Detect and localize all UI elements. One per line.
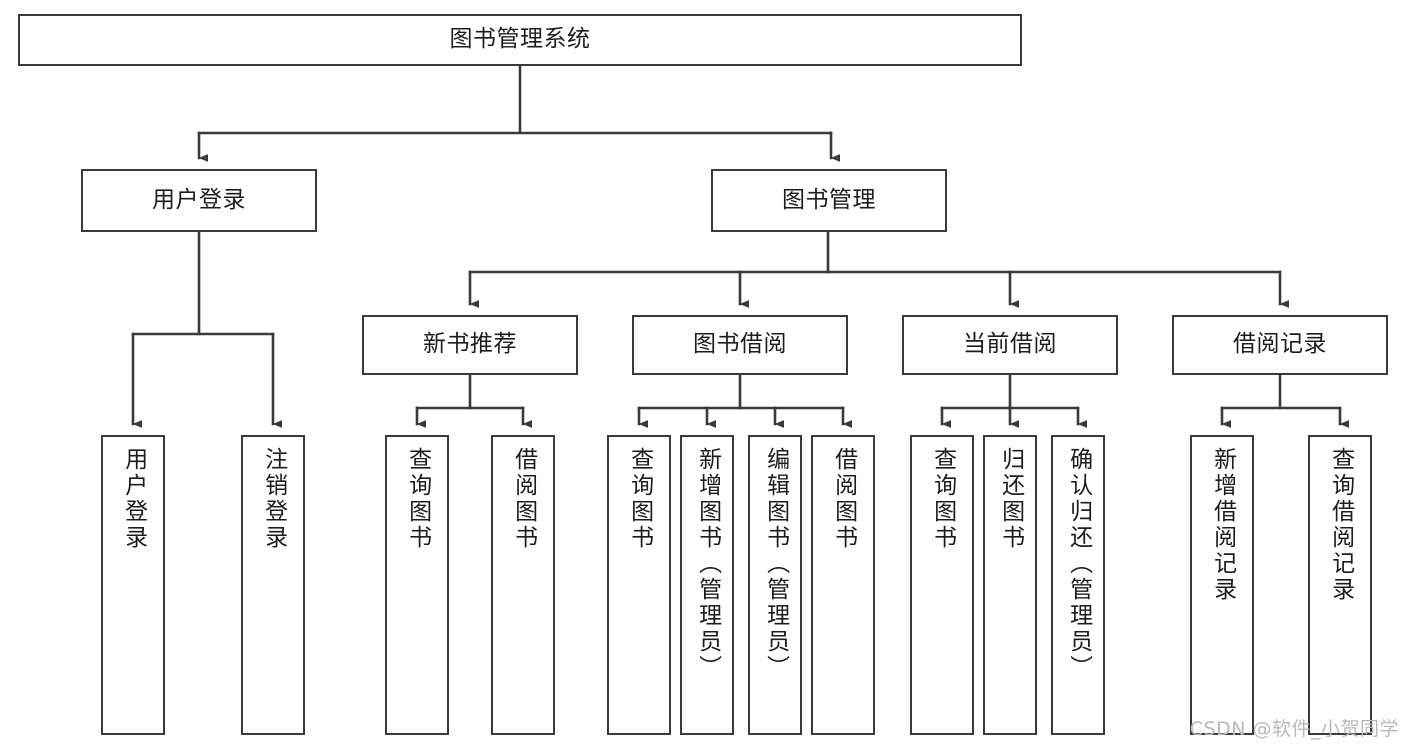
- watermark: CSDN @软件_小贺同学: [1189, 718, 1399, 740]
- node-new-book-recommend[interactable]: 新书推荐: [362, 315, 578, 375]
- leaf-user-login-signin[interactable]: 用户登录: [101, 435, 165, 735]
- leaf-current-borrow-query[interactable]: 查询图书: [910, 435, 974, 735]
- leaf-current-borrow-return-label: 归还图书: [997, 447, 1024, 551]
- node-root-system-label: 图书管理系统: [449, 26, 591, 53]
- leaf-new-book-query-label: 查询图书: [404, 447, 431, 551]
- leaf-user-login-signout[interactable]: 注销登录: [241, 435, 305, 735]
- leaf-user-login-signin-label: 用户登录: [120, 447, 147, 551]
- leaf-book-borrow-add-label: 新增图书（管理员）: [694, 447, 721, 681]
- node-book-borrow-label: 图书借阅: [693, 331, 787, 358]
- leaf-current-borrow-confirm-label: 确认归还（管理员）: [1065, 447, 1092, 681]
- node-user-login[interactable]: 用户登录: [81, 169, 317, 232]
- leaf-borrow-record-add[interactable]: 新增借阅记录: [1190, 435, 1254, 735]
- leaf-user-login-signout-label: 注销登录: [260, 447, 287, 551]
- leaf-borrow-record-query[interactable]: 查询借阅记录: [1308, 435, 1372, 735]
- leaf-borrow-record-add-label: 新增借阅记录: [1209, 447, 1236, 603]
- node-book-management-label: 图书管理: [782, 186, 876, 213]
- leaf-new-book-borrow[interactable]: 借阅图书: [491, 435, 555, 735]
- leaf-book-borrow-edit[interactable]: 编辑图书（管理员）: [748, 435, 802, 735]
- leaf-book-borrow-borrow-label: 借阅图书: [830, 447, 857, 551]
- node-book-borrow[interactable]: 图书借阅: [632, 315, 848, 375]
- leaf-book-borrow-borrow[interactable]: 借阅图书: [811, 435, 875, 735]
- node-book-management[interactable]: 图书管理: [711, 169, 947, 232]
- leaf-new-book-borrow-label: 借阅图书: [510, 447, 537, 551]
- node-current-borrow-label: 当前借阅: [963, 331, 1057, 358]
- leaf-book-borrow-add[interactable]: 新增图书（管理员）: [680, 435, 734, 735]
- node-borrow-record[interactable]: 借阅记录: [1172, 315, 1388, 375]
- leaf-current-borrow-return[interactable]: 归还图书: [983, 435, 1037, 735]
- node-user-login-label: 用户登录: [152, 186, 246, 213]
- node-borrow-record-label: 借阅记录: [1233, 331, 1327, 358]
- leaf-current-borrow-query-label: 查询图书: [929, 447, 956, 551]
- leaf-new-book-query[interactable]: 查询图书: [385, 435, 449, 735]
- leaf-book-borrow-edit-label: 编辑图书（管理员）: [762, 447, 789, 681]
- leaf-book-borrow-query-label: 查询图书: [626, 447, 653, 551]
- node-current-borrow[interactable]: 当前借阅: [902, 315, 1118, 375]
- leaf-book-borrow-query[interactable]: 查询图书: [607, 435, 671, 735]
- leaf-current-borrow-confirm[interactable]: 确认归还（管理员）: [1051, 435, 1105, 735]
- leaf-borrow-record-query-label: 查询借阅记录: [1327, 447, 1354, 603]
- node-root-system[interactable]: 图书管理系统: [18, 14, 1022, 66]
- node-new-book-recommend-label: 新书推荐: [423, 331, 517, 358]
